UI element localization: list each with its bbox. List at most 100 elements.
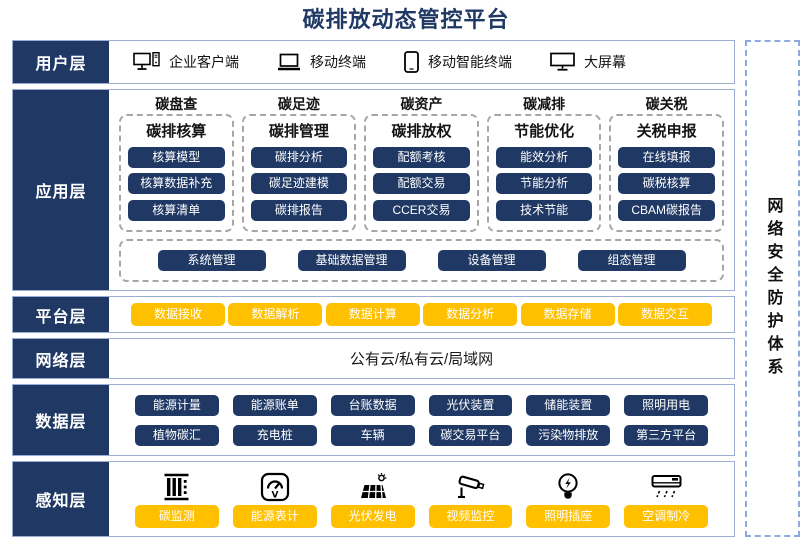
data-source-button: 充电桩: [232, 424, 317, 446]
perception-button: 空调制冷: [624, 505, 708, 528]
app-column-box: 关税申报 在线填报 碳税核算 CBAM碳报告: [609, 114, 724, 232]
perception-item-lighting: 照明插座: [526, 468, 611, 528]
page-title: 碳排放动态管控平台: [302, 7, 510, 32]
perception-item-solar: 光伏发电: [330, 468, 415, 528]
svg-text:V: V: [271, 490, 278, 500]
data-source-button: 台账数据: [330, 394, 415, 416]
app-column-header: 碳资产: [400, 96, 443, 112]
app-box-title: 关税申报: [636, 123, 697, 140]
platform-button: 数据存储: [520, 303, 615, 326]
app-common-box: 系统管理 基础数据管理 设备管理 组态管理: [119, 239, 724, 282]
app-feature-button: 节能分析: [495, 173, 593, 195]
application-layer: 应用层 碳盘查 碳排核算 核算模型 核算数据补充 核算清单: [12, 89, 735, 291]
platform-layer: 平台层 数据接收 数据解析 数据计算 数据分析 数据存储 数据交互: [12, 296, 735, 333]
app-box-title: 碳排管理: [268, 123, 329, 140]
app-feature-button: 碳税核算: [618, 173, 715, 195]
app-feature-button: 配额考核: [373, 146, 470, 168]
user-layer: 用户层: [12, 40, 735, 84]
app-common-button: 组态管理: [577, 250, 686, 271]
app-feature-button: 核算数据补充: [128, 173, 225, 195]
app-column-header: 碳足迹: [277, 96, 320, 112]
app-column-carbon-asset: 碳资产 碳排放权 配额考核 配额交易 CCER交易: [364, 94, 479, 232]
perception-button: 视频监控: [428, 505, 513, 528]
perception-button: 碳监测: [135, 505, 219, 528]
perception-button: 能源表计: [232, 505, 317, 528]
user-terminal-label: 移动智能终端: [428, 54, 512, 70]
security-sidebar: 网络安全防护体系: [745, 40, 800, 537]
data-source-button: 植物碳汇: [135, 424, 219, 446]
app-common-button: 基础数据管理: [297, 250, 406, 271]
perception-item-carbon-monitor: 碳监测: [135, 468, 219, 528]
user-terminal-label: 企业客户端: [169, 54, 239, 70]
data-source-button: 能源计量: [135, 394, 219, 416]
user-terminal-enterprise: 企业客户端: [133, 52, 239, 72]
app-feature-button: 能效分析: [495, 146, 593, 168]
laptop-icon: [277, 53, 301, 71]
platform-button: 数据分析: [423, 303, 518, 326]
user-layer-label: 用户层: [13, 41, 109, 83]
user-terminal-label: 移动终端: [310, 54, 366, 70]
perception-item-hvac: 空调制冷: [624, 468, 708, 528]
data-layer: 数据层 能源计量 能源账单 台账数据 光伏装置 储能装置 照明用电 植物碳汇 充…: [12, 384, 735, 456]
security-sidebar-label: 网络安全防护体系: [764, 196, 782, 381]
app-column-header: 碳盘查: [155, 96, 198, 112]
user-terminal-smart: 移动智能终端: [404, 51, 512, 73]
app-column-carbon-inventory: 碳盘查 碳排核算 核算模型 核算数据补充 核算清单: [119, 94, 234, 232]
app-common-button: 设备管理: [437, 250, 546, 271]
layer-stack: 用户层: [12, 40, 735, 537]
app-column-carbon-reduction: 碳减排 节能优化 能效分析 节能分析 技术节能: [486, 94, 602, 232]
air-conditioner-icon: [650, 468, 683, 505]
app-column-box: 节能优化 能效分析 节能分析 技术节能: [486, 114, 602, 232]
user-terminal-label: 大屏幕: [584, 54, 626, 70]
app-column-carbon-footprint: 碳足迹 碳排管理 碳排分析 碳足迹建模 碳排报告: [241, 94, 357, 232]
perception-button: 照明插座: [526, 505, 611, 528]
app-column-box: 碳排放权 配额考核 配额交易 CCER交易: [364, 114, 479, 232]
data-source-button: 能源账单: [232, 394, 317, 416]
carbon-monitor-icon: [161, 468, 192, 505]
app-feature-button: 碳足迹建模: [250, 173, 348, 195]
data-source-button: 碳交易平台: [428, 424, 513, 446]
network-layer: 网络层 公有云/私有云/局域网: [12, 338, 735, 379]
light-bulb-icon: [556, 468, 580, 505]
network-cloud-text: 公有云/私有云/局域网: [349, 351, 494, 368]
app-common-button: 系统管理: [157, 250, 266, 271]
app-column-box: 碳排管理 碳排分析 碳足迹建模 碳排报告: [241, 114, 357, 232]
app-column-box: 碳排核算 核算模型 核算数据补充 核算清单: [119, 114, 234, 232]
app-column-header: 碳关税: [645, 96, 688, 112]
app-box-title: 碳排放权: [391, 123, 452, 140]
perception-item-cctv: 视频监控: [428, 468, 513, 528]
data-source-button: 光伏装置: [428, 394, 513, 416]
cctv-camera-icon: [454, 468, 487, 505]
perception-button: 光伏发电: [330, 505, 415, 528]
platform-button: 数据接收: [131, 303, 225, 326]
platform-button: 数据交互: [617, 303, 712, 326]
app-feature-button: 技术节能: [495, 199, 593, 221]
app-feature-button: CBAM碳报告: [618, 199, 715, 221]
app-feature-button: 在线填报: [618, 146, 715, 168]
energy-meter-icon: V: [260, 468, 290, 505]
app-feature-button: 核算清单: [128, 199, 225, 221]
network-layer-label: 网络层: [13, 339, 109, 378]
data-source-button: 车辆: [330, 424, 415, 446]
app-feature-button: 配额交易: [373, 173, 470, 195]
app-feature-button: 核算模型: [128, 146, 225, 168]
app-feature-button: 碳排报告: [250, 199, 348, 221]
platform-button: 数据计算: [325, 303, 420, 326]
desktop-pc-icon: [133, 52, 160, 72]
smartphone-icon: [404, 51, 419, 73]
data-source-button: 污染物排放: [526, 424, 611, 446]
big-screen-icon: [550, 52, 575, 72]
perception-item-energy-meter: V 能源表计: [232, 468, 317, 528]
app-column-header: 碳减排: [523, 96, 566, 112]
perception-layer: 感知层: [12, 461, 735, 537]
user-terminal-mobile: 移动终端: [277, 52, 366, 72]
app-box-title: 节能优化: [514, 123, 575, 140]
user-terminal-bigscreen: 大屏幕: [550, 52, 626, 72]
platform-button: 数据解析: [228, 303, 323, 326]
app-column-carbon-tariff: 碳关税 关税申报 在线填报 碳税核算 CBAM碳报告: [609, 94, 724, 232]
data-source-button: 第三方平台: [624, 424, 708, 446]
app-box-title: 碳排核算: [146, 123, 207, 140]
app-feature-button: CCER交易: [373, 199, 470, 221]
data-source-button: 照明用电: [624, 394, 708, 416]
